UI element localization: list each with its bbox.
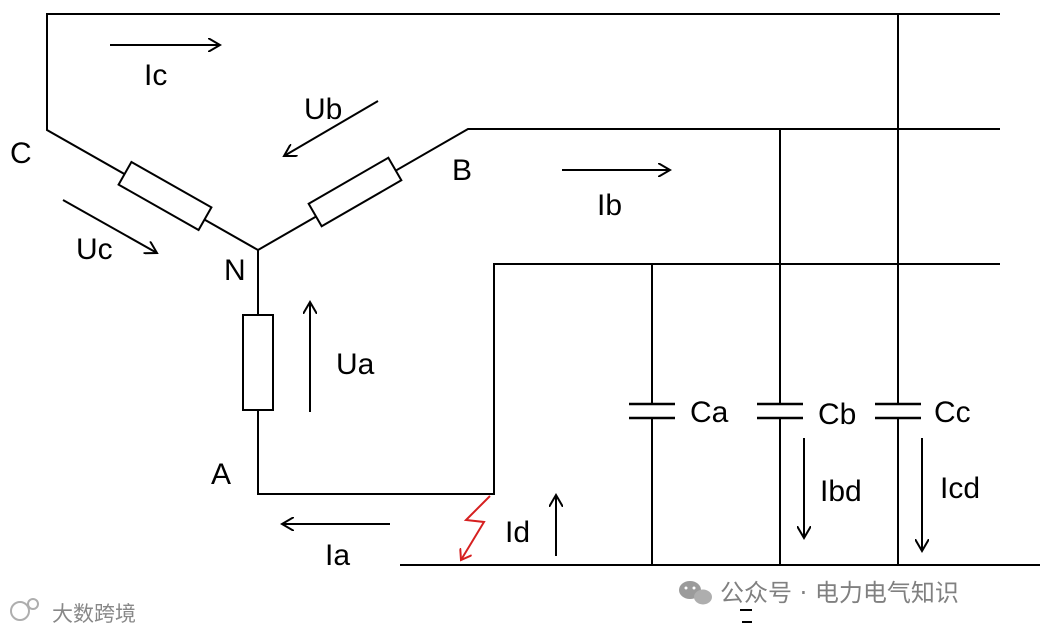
label-ca: Ca — [690, 396, 729, 429]
line-phase-a — [257, 250, 1000, 495]
label-a: A — [211, 458, 231, 491]
watermark-corner: 大数跨境 — [52, 602, 136, 626]
resistor-a — [242, 314, 274, 411]
capacitor-cb — [757, 402, 803, 420]
resistor-c — [117, 160, 213, 232]
corner-watermark: 大数跨境 — [10, 598, 136, 626]
wechat-logo-icon — [679, 581, 712, 605]
label-ic: Ic — [144, 59, 167, 92]
arrow-ub — [284, 100, 379, 156]
label-id: Id — [505, 516, 530, 549]
label-ibd: Ibd — [820, 475, 862, 508]
watermark-account: 公众号 · 电力电气知识 — [720, 579, 959, 607]
arrow-uc — [62, 199, 157, 253]
resistor-b — [307, 156, 403, 228]
label-cb: Cb — [818, 398, 856, 431]
wechat-watermark: 公众号 · 电力电气知识 — [679, 579, 959, 607]
label-uc: Uc — [76, 233, 113, 266]
label-ub: Ub — [304, 93, 342, 126]
label-b: B — [452, 154, 472, 187]
label-icd: Icd — [940, 472, 980, 505]
fault-lightning-icon — [461, 495, 491, 560]
label-cc: Cc — [934, 396, 971, 429]
label-n: N — [224, 254, 246, 287]
label-c: C — [10, 137, 32, 170]
label-ib: Ib — [597, 189, 622, 222]
brand-logo-icon — [10, 598, 39, 621]
label-ua: Ua — [336, 348, 375, 381]
capacitor-ca — [629, 402, 675, 420]
capacitor-cc — [875, 402, 921, 420]
label-ia: Ia — [325, 539, 350, 572]
